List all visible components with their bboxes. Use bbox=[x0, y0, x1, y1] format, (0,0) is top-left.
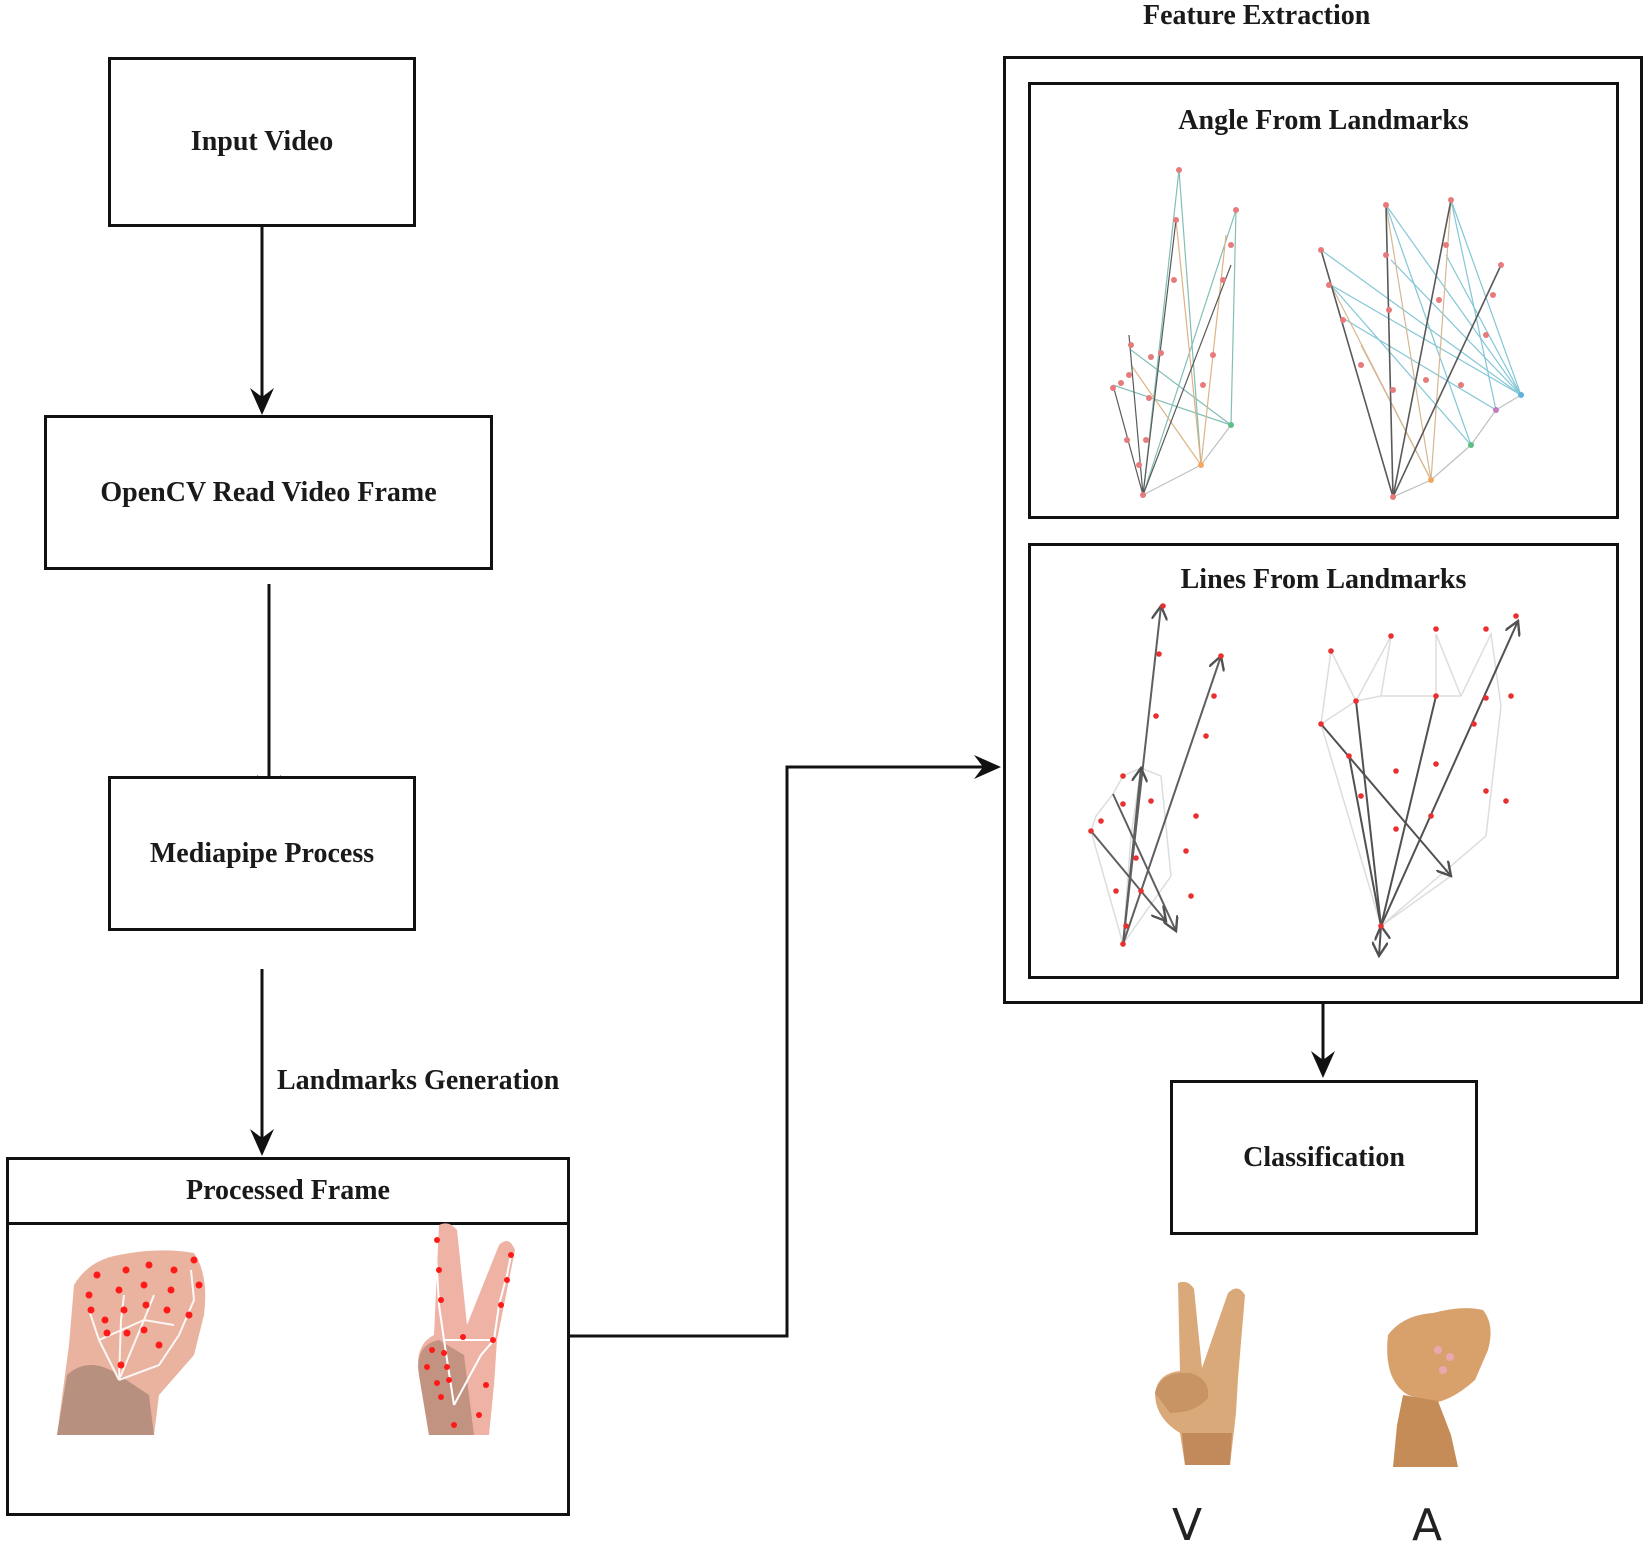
hand-sign-A-with-landmarks-image bbox=[57, 1250, 206, 1435]
lines-graph-left bbox=[1088, 603, 1224, 947]
opencv-read-node: OpenCV Read Video Frame bbox=[44, 415, 493, 570]
feature-extraction-title: Feature Extraction bbox=[1143, 0, 1371, 31]
angle-from-landmarks-label: Angle From Landmarks bbox=[1178, 105, 1469, 136]
landmarks-generation-label: Landmarks Generation bbox=[277, 1065, 560, 1096]
opencv-read-label: OpenCV Read Video Frame bbox=[100, 476, 437, 508]
classification-label: Classification bbox=[1243, 1141, 1405, 1173]
angle-from-landmarks-panel: Angle From Landmarks bbox=[1028, 82, 1619, 519]
mediapipe-node: Mediapipe Process bbox=[108, 776, 416, 931]
lines-landmarks-graphic bbox=[1088, 603, 1616, 976]
angle-landmarks-graphic bbox=[1110, 167, 1524, 500]
input-video-node: Input Video bbox=[108, 57, 416, 227]
lines-graph-right bbox=[1318, 613, 1519, 956]
lines-from-landmarks-panel: Lines From Landmarks bbox=[1028, 543, 1619, 979]
mediapipe-label: Mediapipe Process bbox=[149, 837, 375, 869]
input-video-label: Input Video bbox=[190, 126, 334, 157]
arrow-processed-to-feature bbox=[569, 755, 1001, 1338]
processed-frame-node: Processed Frame bbox=[6, 1157, 570, 1516]
classification-node: Classification bbox=[1170, 1080, 1478, 1235]
classification-letter-a: A bbox=[1411, 1500, 1443, 1551]
processed-frame-images bbox=[57, 1223, 515, 1435]
angle-graph-left bbox=[1110, 167, 1239, 498]
angle-graph-right bbox=[1318, 197, 1524, 500]
lines-from-landmarks-label: Lines From Landmarks bbox=[1180, 564, 1467, 595]
classification-letter-v: V bbox=[1171, 1500, 1203, 1551]
hand-sign-V-with-landmarks-image bbox=[418, 1223, 515, 1435]
processed-frame-label: Processed Frame bbox=[186, 1175, 390, 1206]
processed-frame-header: Processed Frame bbox=[9, 1160, 567, 1225]
